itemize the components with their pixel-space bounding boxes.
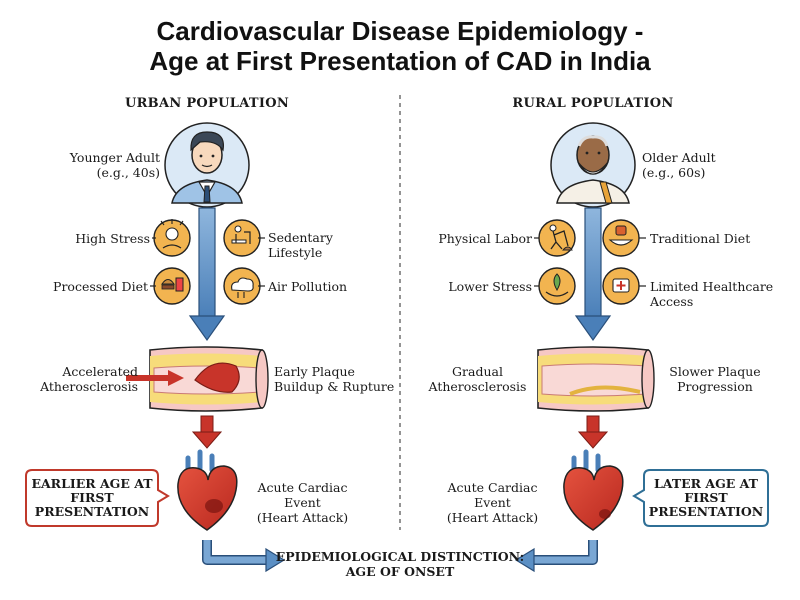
- slower-plaque-label: Slower Plaque Progression: [669, 364, 761, 394]
- urban-heading: URBAN POPULATION: [124, 96, 290, 111]
- traditional-diet-icon: [602, 219, 640, 257]
- lower-stress-icon: [538, 267, 576, 305]
- urban-callout-box: [25, 469, 170, 527]
- physical-labor-icon: [538, 219, 576, 257]
- rural-red-arrow: [577, 415, 609, 449]
- urban-artery-icon: [126, 346, 269, 412]
- conclusion-text: EPIDEMIOLOGICAL DISTINCTION: AGE OF ONSE…: [275, 549, 525, 579]
- air-pollution-icon: [223, 267, 261, 305]
- processed-diet-icon: [153, 267, 191, 305]
- younger-adult-avatar-icon: [164, 122, 250, 208]
- rural-flow-arrow: [574, 207, 612, 342]
- rural-heading: RURAL POPULATION: [512, 96, 674, 111]
- urban-callout-text: EARLIER AGE AT FIRST PRESENTATION: [31, 476, 153, 519]
- rural-event-label: Acute Cardiac Event (Heart Attack): [446, 480, 539, 525]
- left-converging-arrow: [202, 540, 286, 573]
- limited-healthcare-label: Limited Healthcare Access: [650, 279, 774, 309]
- urban-person-label: Younger Adult (e.g., 40s): [69, 150, 160, 180]
- urban-flow-arrow: [188, 207, 226, 342]
- urban-heart-icon: [177, 449, 238, 531]
- lower-stress-label: Lower Stress: [448, 279, 532, 294]
- title-line-2: Age at First Presentation of CAD in Indi…: [149, 46, 651, 76]
- traditional-diet-label: Traditional Diet: [650, 231, 751, 246]
- sedentary-lifestyle-label: Sedentary Lifestyle: [268, 230, 333, 260]
- physical-labor-label: Physical Labor: [438, 231, 532, 246]
- rural-artery-icon: [537, 346, 655, 412]
- high-stress-icon: [153, 219, 191, 257]
- rural-callout-text: LATER AGE AT FIRST PRESENTATION: [648, 476, 764, 519]
- gradual-atherosclerosis-label: Gradual Atherosclerosis: [428, 364, 527, 394]
- rural-person-label: Older Adult (e.g., 60s): [642, 150, 716, 180]
- older-adult-avatar-icon: [550, 122, 636, 208]
- urban-red-arrow: [191, 415, 223, 449]
- early-plaque-label: Early Plaque Buildup & Rupture: [274, 364, 395, 394]
- sedentary-lifestyle-icon: [223, 219, 261, 257]
- accelerated-atherosclerosis-label: Accelerated Atherosclerosis: [40, 364, 138, 394]
- right-converging-arrow: [514, 540, 598, 573]
- high-stress-label: High Stress: [75, 231, 150, 246]
- rural-callout-box: [632, 469, 769, 527]
- processed-diet-label: Processed Diet: [53, 279, 148, 294]
- rural-heart-icon: [563, 449, 624, 531]
- limited-healthcare-icon: [602, 267, 640, 305]
- urban-event-label: Acute Cardiac Event (Heart Attack): [256, 480, 349, 525]
- title-line-1: Cardiovascular Disease Epidemiology -: [156, 16, 644, 46]
- air-pollution-label: Air Pollution: [268, 279, 348, 294]
